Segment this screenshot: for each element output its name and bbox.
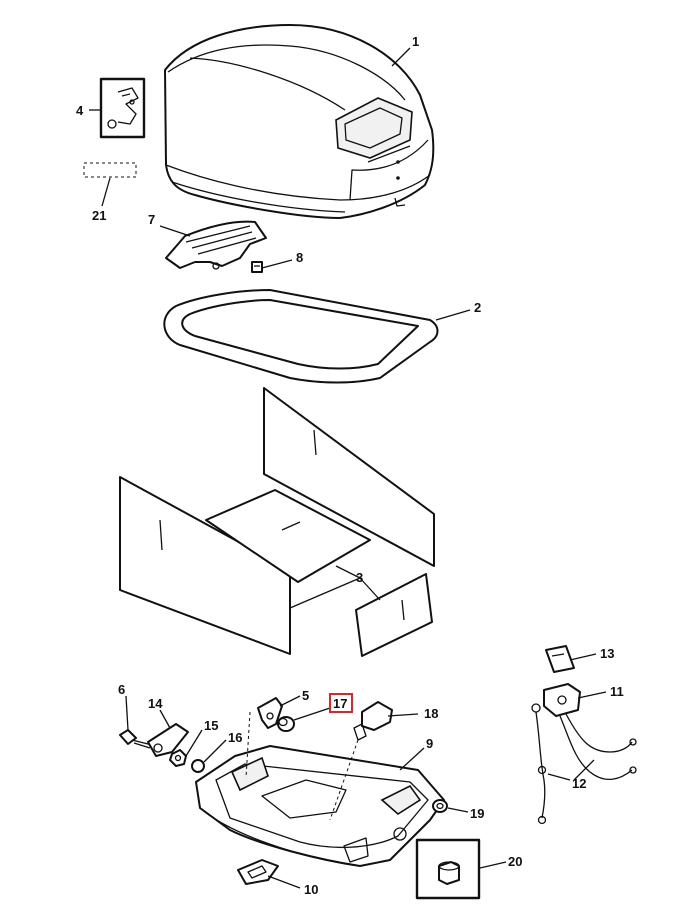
callout-2: 2 [474, 300, 481, 315]
callout-15: 15 [204, 718, 218, 733]
nut[interactable] [169, 749, 187, 767]
callout-8: 8 [296, 250, 303, 265]
callout-17: 17 [333, 696, 347, 711]
screw-small[interactable] [251, 261, 263, 273]
callout-18: 18 [424, 706, 438, 721]
callout-16: 16 [228, 730, 242, 745]
callout-4: 4 [76, 103, 84, 118]
top-cowl[interactable] [164, 24, 435, 219]
cowl-seal[interactable] [163, 289, 439, 384]
latch-bracket-kit[interactable] [99, 77, 146, 139]
callout-13: 13 [600, 646, 614, 661]
rear-latch-handle[interactable] [165, 220, 267, 270]
callout-21: 21 [92, 208, 106, 223]
drain-plug-kit[interactable] [415, 838, 481, 900]
callout-20: 20 [508, 854, 522, 869]
callout-10: 10 [304, 882, 318, 897]
callout-3: 3 [356, 570, 363, 585]
grommet[interactable] [237, 859, 279, 885]
latch-clip[interactable] [353, 701, 393, 741]
callout-5: 5 [302, 688, 309, 703]
sound-insulation-panels[interactable] [119, 387, 435, 657]
washer[interactable] [191, 759, 205, 773]
leader-lines [89, 47, 607, 889]
bolt-long[interactable] [119, 729, 153, 749]
callout-numbers: 1 2 3 4 5 6 7 8 9 10 11 12 13 14 15 16 1… [76, 34, 624, 897]
callout-17-highlight [329, 693, 353, 713]
latch-hook[interactable] [257, 697, 283, 729]
callout-7: 7 [148, 212, 155, 227]
callout-1: 1 [412, 34, 419, 49]
bottom-cowl-tray[interactable] [195, 745, 445, 867]
decal-outline[interactable] [83, 162, 137, 178]
wire-harness[interactable] [531, 703, 637, 825]
switch-retainer[interactable] [545, 645, 575, 673]
callout-12: 12 [572, 776, 586, 791]
callout-19: 19 [470, 806, 484, 821]
callout-11: 11 [610, 684, 624, 699]
grommet-screw[interactable] [432, 799, 448, 813]
latch-lever[interactable] [147, 723, 189, 757]
callout-14: 14 [148, 696, 163, 711]
bushing[interactable] [277, 716, 295, 732]
stop-switch[interactable] [543, 683, 581, 717]
callout-6: 6 [118, 682, 125, 697]
callout-9: 9 [426, 736, 433, 751]
